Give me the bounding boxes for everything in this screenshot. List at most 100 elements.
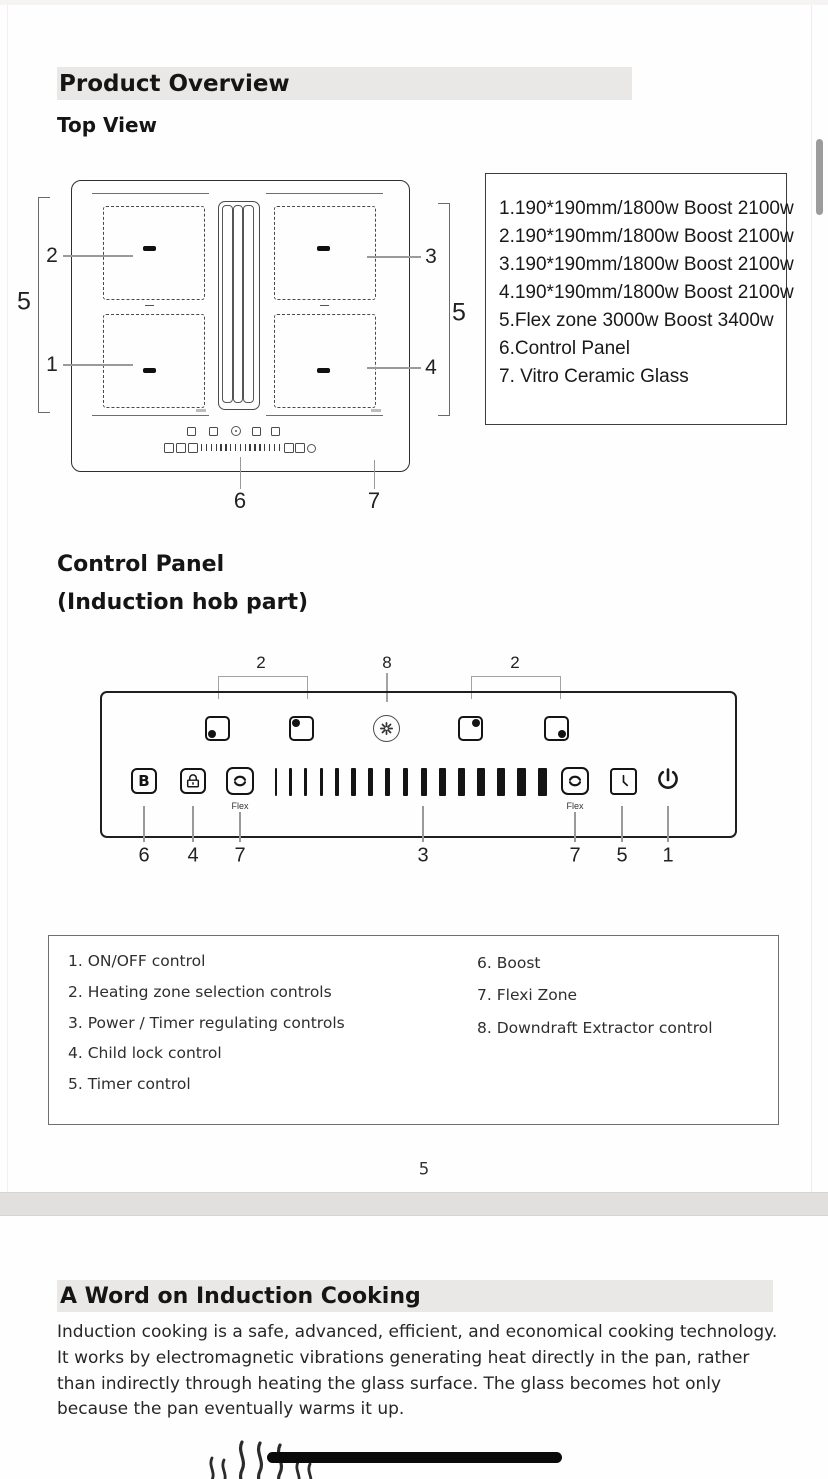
spec-item: 1.190*190mm/1800w Boost 2100w — [499, 198, 794, 219]
control-item: 7. Flexi Zone — [477, 986, 578, 1005]
panel-callout-7-right: 7 — [569, 844, 581, 867]
boost-letter: B — [138, 772, 150, 790]
power-slider-bar — [304, 767, 308, 796]
control-item: 6. Boost — [477, 954, 541, 972]
hob-top-line-right — [266, 193, 383, 195]
zone-3-area — [274, 206, 376, 300]
flex-zone-bracket-right — [438, 203, 450, 416]
zone-4-marker — [317, 368, 330, 373]
spec-item: 3.190*190mm/1800w Boost 2100w — [499, 254, 794, 275]
scrollbar-thumb[interactable] — [816, 139, 823, 215]
induction-cooking-title: A Word on Induction Cooking — [60, 1283, 421, 1309]
mini-lock-icon — [176, 443, 186, 453]
flex-tag-left — [196, 409, 206, 412]
callout-3: 3 — [425, 245, 437, 268]
power-slider-bar — [439, 767, 446, 796]
control-item: 4. Child lock control — [68, 1044, 222, 1063]
control-item: 3. Power / Timer regulating controls — [68, 1013, 345, 1032]
control-panel-title-line2: (Induction hob part) — [57, 590, 309, 615]
callout-4-leader — [367, 367, 421, 369]
zone-select-icon-front-right — [544, 716, 569, 741]
extractor-slat — [243, 205, 254, 403]
steam-wave — [295, 1460, 301, 1479]
callout-1: 1 — [46, 353, 58, 376]
page-number: 5 — [418, 1159, 430, 1179]
panel-leader — [574, 812, 576, 842]
control-item: 8. Downdraft Extractor control — [477, 1018, 713, 1037]
panel-callout-8: 8 — [382, 653, 392, 672]
control-item: 2. Heating zone selection controls — [68, 982, 332, 1001]
zone-select-icon-back-right — [458, 716, 483, 741]
callout-6: 6 — [233, 488, 247, 513]
panel-callout-8-leader — [386, 673, 388, 702]
power-slider-bar — [385, 767, 391, 796]
panel-bracket-left — [218, 676, 308, 699]
hob-bottom-line-left — [92, 415, 209, 417]
extractor-slat — [222, 205, 233, 403]
mini-power-icon — [306, 443, 316, 453]
window-top-edge — [0, 0, 828, 5]
mini-flex-icon — [188, 443, 198, 453]
zone-4-area — [274, 314, 376, 408]
mini-power-slider — [201, 444, 280, 452]
extractor-slat — [232, 205, 244, 403]
flex-label-left: Flex — [231, 801, 249, 811]
panel-callout-2-right: 2 — [510, 653, 520, 672]
panel-callout-2-left: 2 — [256, 653, 266, 672]
timer-icon — [610, 768, 637, 795]
spec-box: 1.190*190mm/1800w Boost 2100w 2.190*190m… — [485, 173, 794, 425]
callout-5-right: 5 — [452, 298, 466, 327]
flex-zone-bracket-left — [38, 197, 50, 413]
zone-2-area — [103, 206, 205, 300]
flex-zone-icon-right — [561, 767, 589, 795]
hob-bottom-line-right — [266, 415, 383, 417]
steam-wave — [221, 1458, 227, 1479]
page-right-edge — [811, 5, 812, 1192]
mini-zone-icon — [252, 427, 261, 436]
panel-leader — [143, 806, 145, 842]
mini-zone-icon — [271, 427, 280, 436]
callout-7: 7 — [367, 488, 381, 513]
control-panel-outline — [100, 691, 737, 838]
panel-callout-1: 1 — [662, 844, 674, 867]
fan-icon — [373, 715, 400, 742]
callout-2-leader — [63, 255, 133, 257]
panel-bracket-right — [471, 676, 561, 699]
panel-leader — [621, 806, 623, 842]
callout-4: 4 — [425, 356, 437, 379]
panel-callout-3: 3 — [417, 844, 429, 867]
steam-wave — [209, 1456, 215, 1479]
power-icon — [653, 766, 683, 796]
flex-label-right: Flex — [566, 801, 584, 811]
panel-callout-5: 5 — [616, 844, 628, 867]
callout-7-leader — [373, 460, 375, 489]
induction-cooking-paragraph: Induction cooking is a safe, advanced, e… — [57, 1322, 778, 1420]
callout-2: 2 — [46, 244, 58, 267]
zone-select-icon-front-left — [205, 716, 230, 741]
steam-wave — [256, 1441, 264, 1479]
boost-icon: B — [131, 768, 157, 794]
power-slider-bar — [289, 767, 292, 796]
zone-1-area — [103, 314, 205, 408]
callout-3-leader — [367, 256, 421, 258]
power-slider-bar — [351, 767, 356, 796]
zone-mid-tick-right — [320, 305, 329, 307]
flex-zone-icon — [226, 767, 254, 795]
spec-item: 2.190*190mm/1800w Boost 2100w — [499, 226, 794, 247]
mini-flex-icon — [284, 443, 294, 453]
power-slider — [275, 767, 547, 796]
spec-item: 6.Control Panel — [499, 338, 630, 359]
panel-leader — [667, 806, 669, 842]
section-heading-induction-cooking: A Word on Induction Cooking — [57, 1280, 773, 1312]
page-separator — [0, 1192, 828, 1216]
mini-timer-icon — [295, 443, 305, 453]
power-slider-bar — [538, 767, 547, 796]
power-slider-bar — [402, 767, 409, 796]
power-slider-bar — [335, 767, 340, 796]
mini-zone-icon — [209, 427, 218, 436]
mini-zone-icon — [187, 427, 196, 436]
zone-1-marker — [143, 368, 156, 373]
spec-item: 4.190*190mm/1800w Boost 2100w — [499, 282, 794, 303]
callout-1-leader — [63, 364, 133, 366]
power-slider-bar — [368, 767, 373, 796]
